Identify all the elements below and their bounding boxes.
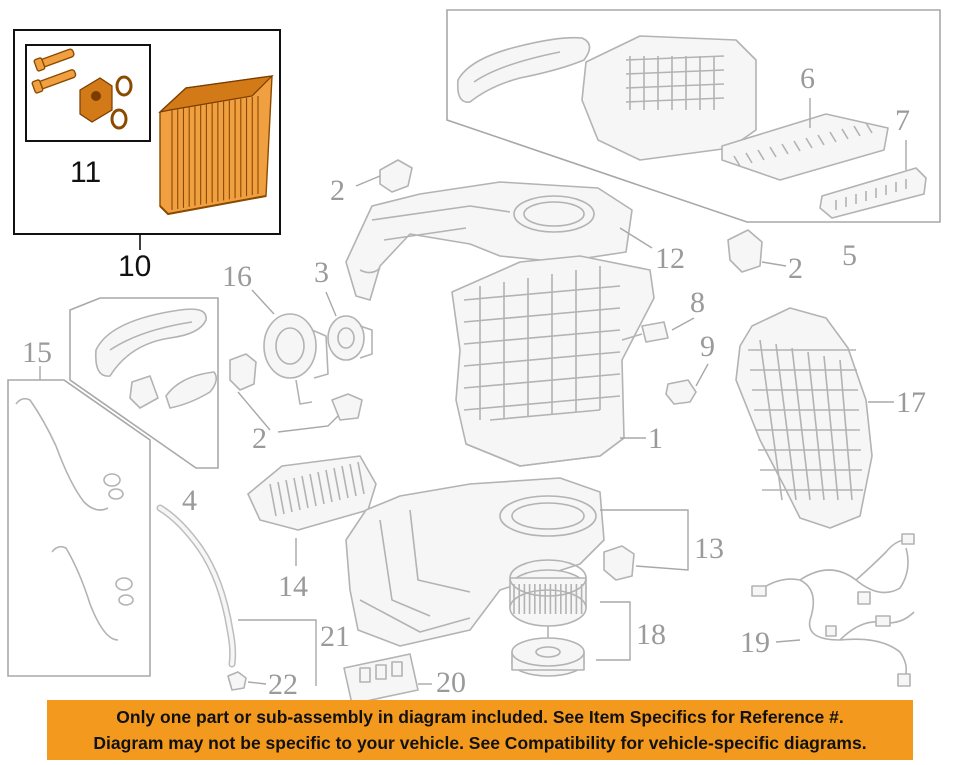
callout-13: 13 — [694, 532, 724, 565]
callout-19: 19 — [740, 626, 770, 659]
part-22-grommet[interactable] — [227, 671, 247, 691]
disclaimer-line-1: Only one part or sub-assembly in diagram… — [116, 707, 844, 727]
part-18-blower-motor[interactable] — [511, 626, 585, 677]
part-9-actuator[interactable] — [665, 379, 697, 405]
part-13-resistor[interactable] — [603, 545, 635, 581]
intake-housing-grid — [625, 55, 725, 110]
part-1-hvac-case[interactable] — [451, 255, 655, 467]
callout-10: 10 — [118, 250, 151, 283]
callout-11: 11 — [70, 156, 101, 189]
part-11-expansion-valve-kit[interactable] — [31, 46, 133, 130]
callout-5: 5 — [842, 239, 857, 272]
blower-case-lower[interactable] — [345, 477, 605, 647]
part-2-clip-mid[interactable] — [331, 393, 363, 421]
callout-1: 1 — [648, 422, 663, 455]
part-8-sensor[interactable] — [621, 321, 669, 343]
part-16-motor[interactable] — [263, 313, 329, 405]
callout-2-right: 2 — [788, 252, 803, 285]
callout-3: 3 — [314, 256, 329, 289]
part-5-intake-group[interactable] — [446, 9, 941, 223]
callout-2-mid: 2 — [252, 422, 267, 455]
callout-15: 15 — [22, 336, 52, 369]
part-12-blower-case-upper[interactable] — [345, 181, 633, 301]
part-10-evaporator-box[interactable] — [13, 29, 281, 235]
callout-22: 22 — [268, 668, 298, 701]
part-6-cabin-filter[interactable] — [721, 113, 889, 181]
part-18-blower-fan[interactable] — [509, 559, 587, 627]
callout-17: 17 — [896, 386, 926, 419]
callout-9: 9 — [700, 330, 715, 363]
callout-6: 6 — [800, 62, 815, 95]
part-20-connector[interactable] — [343, 653, 419, 705]
part-3-actuator[interactable] — [327, 315, 373, 361]
callout-14: 14 — [278, 570, 308, 603]
callout-21: 21 — [320, 620, 350, 653]
part-21-drain-hose[interactable] — [156, 504, 237, 668]
callout-16: 16 — [222, 260, 252, 293]
part-2-clip-left[interactable] — [229, 353, 257, 391]
callout-7: 7 — [895, 104, 910, 137]
part-14-heater-core[interactable] — [247, 455, 377, 531]
callout-4: 4 — [182, 484, 197, 517]
callout-2-top: 2 — [330, 174, 345, 207]
callout-20: 20 — [436, 666, 466, 699]
evaporator-core — [158, 75, 274, 216]
part-4-duct-group[interactable] — [69, 297, 219, 469]
part-2-clip-top[interactable] — [379, 159, 413, 193]
part-2-clip-right[interactable] — [727, 229, 763, 273]
callout-8: 8 — [690, 286, 705, 319]
part-7-intake-door[interactable] — [819, 167, 927, 219]
callout-18: 18 — [636, 618, 666, 651]
part-17-distribution-housing[interactable] — [735, 307, 873, 529]
disclaimer-line-2: Diagram may not be specific to your vehi… — [93, 733, 867, 753]
callout-12: 12 — [655, 242, 685, 275]
disclaimer-banner: Only one part or sub-assembly in diagram… — [47, 700, 913, 760]
part-19-wire-harness[interactable] — [751, 533, 915, 687]
part-15-hose-group[interactable] — [7, 379, 151, 677]
